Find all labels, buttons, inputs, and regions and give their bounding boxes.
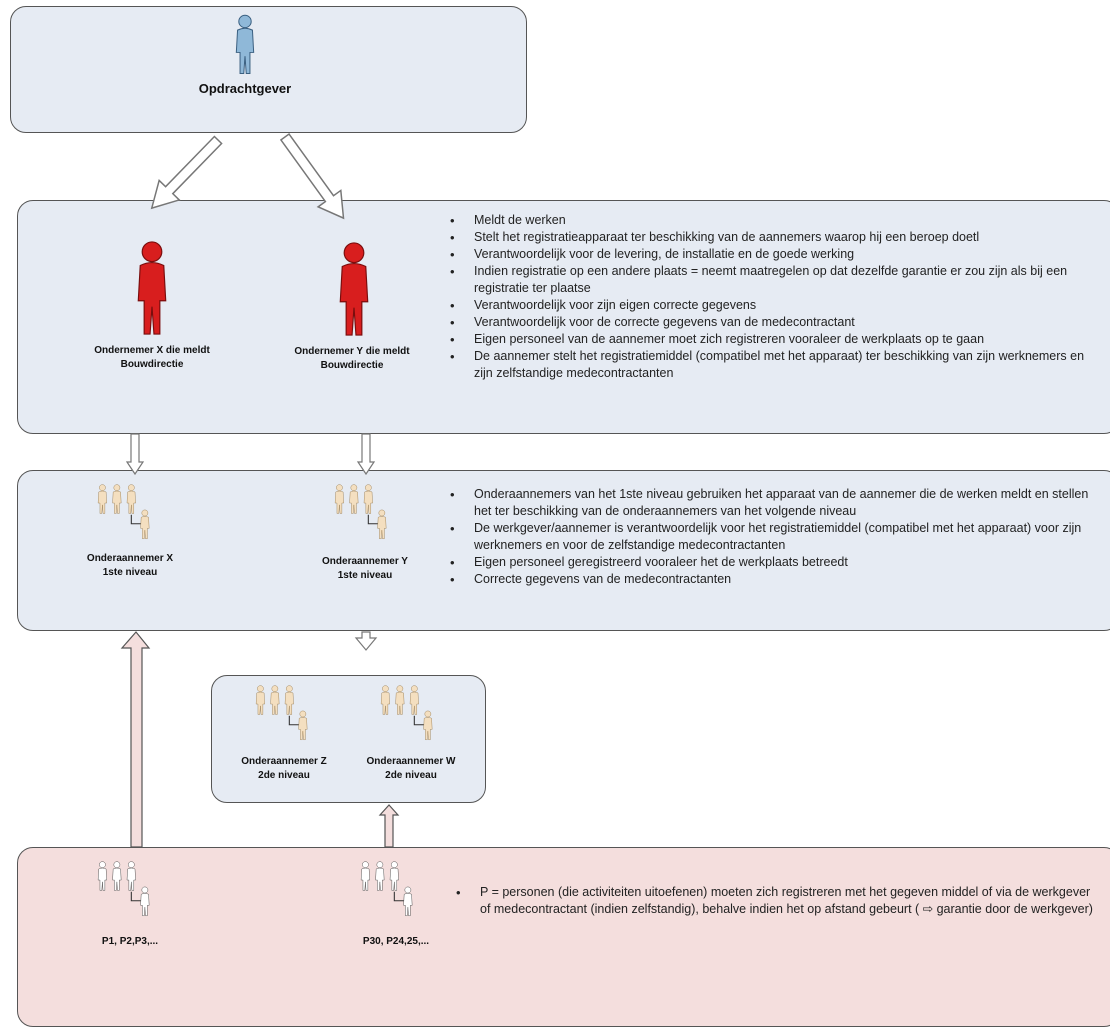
arrow-persons-to-l2 xyxy=(378,804,400,848)
list-item: Onderaannemers van het 1ste niveau gebru… xyxy=(446,486,1106,520)
arrow-persons-to-l1 xyxy=(120,631,151,848)
contractor-x-label: Ondernemer X die meldt Bouwdirectie xyxy=(94,345,210,370)
list-item: Correcte gegevens van de medecontractant… xyxy=(446,571,1106,588)
arrow-contractor-y-to-l1 xyxy=(356,433,376,476)
persons-box xyxy=(17,847,1110,1027)
arrow-l1-to-l2 xyxy=(354,631,378,651)
list-item: Verantwoordelijk voor de correcte gegeve… xyxy=(446,314,1096,331)
contractor-y-person-icon xyxy=(333,241,375,339)
arrow-client-to-x xyxy=(150,135,223,210)
contractor-x-person-icon xyxy=(131,240,173,338)
persons-group1-icon xyxy=(96,861,154,917)
subcontractor-x-l1-group-icon xyxy=(96,484,154,540)
persons-group2-label: P30, P24,25,... xyxy=(362,936,430,947)
list-item: De aannemer stelt het registratiemiddel … xyxy=(446,348,1096,382)
persons-group1-label: P1, P2,P3,... xyxy=(101,936,159,947)
subcontractor-z-l2-label: Onderaannemer Z 2de niveau xyxy=(241,756,327,781)
list-item: Eigen personeel geregistreerd vooraleer … xyxy=(446,554,1106,571)
client-box xyxy=(10,6,527,133)
client-label: Opdrachtgever xyxy=(198,81,292,96)
list-item: Eigen personeel van de aannemer moet zic… xyxy=(446,331,1096,348)
persons-group2-icon xyxy=(359,861,417,917)
list-item: Meldt de werken xyxy=(446,212,1096,229)
contractors-bullet-list: Meldt de werken Stelt het registratieapp… xyxy=(446,212,1096,382)
list-item: P = personen (die activiteiten uitoefene… xyxy=(452,884,1102,918)
persons-bullet-list: P = personen (die activiteiten uitoefene… xyxy=(452,884,1102,918)
list-item: Indien registratie op een andere plaats … xyxy=(446,263,1096,297)
client-person-icon xyxy=(231,14,259,76)
subcontractor-x-l1-label: Onderaannemer X 1ste niveau xyxy=(86,553,174,578)
arrow-client-to-y xyxy=(279,133,345,220)
contractor-y-label: Ondernemer Y die meldt Bouwdirectie xyxy=(294,346,410,371)
arrow-contractor-x-to-l1 xyxy=(125,433,145,476)
list-item: Stelt het registratieapparaat ter beschi… xyxy=(446,229,1096,246)
subcontractor-y-l1-group-icon xyxy=(333,484,391,540)
subcontractor-z-l2-group-icon xyxy=(254,685,312,741)
list-item: Verantwoordelijk voor de levering, de in… xyxy=(446,246,1096,263)
subcontractor-w-l2-label: Onderaannemer W 2de niveau xyxy=(366,756,456,781)
subcontractor-y-l1-label: Onderaannemer Y 1ste niveau xyxy=(322,556,408,581)
subcontractor-w-l2-group-icon xyxy=(379,685,437,741)
subcontractors-l1-bullet-list: Onderaannemers van het 1ste niveau gebru… xyxy=(446,486,1106,588)
list-item: Verantwoordelijk voor zijn eigen correct… xyxy=(446,297,1096,314)
list-item: De werkgever/aannemer is verantwoordelij… xyxy=(446,520,1106,554)
